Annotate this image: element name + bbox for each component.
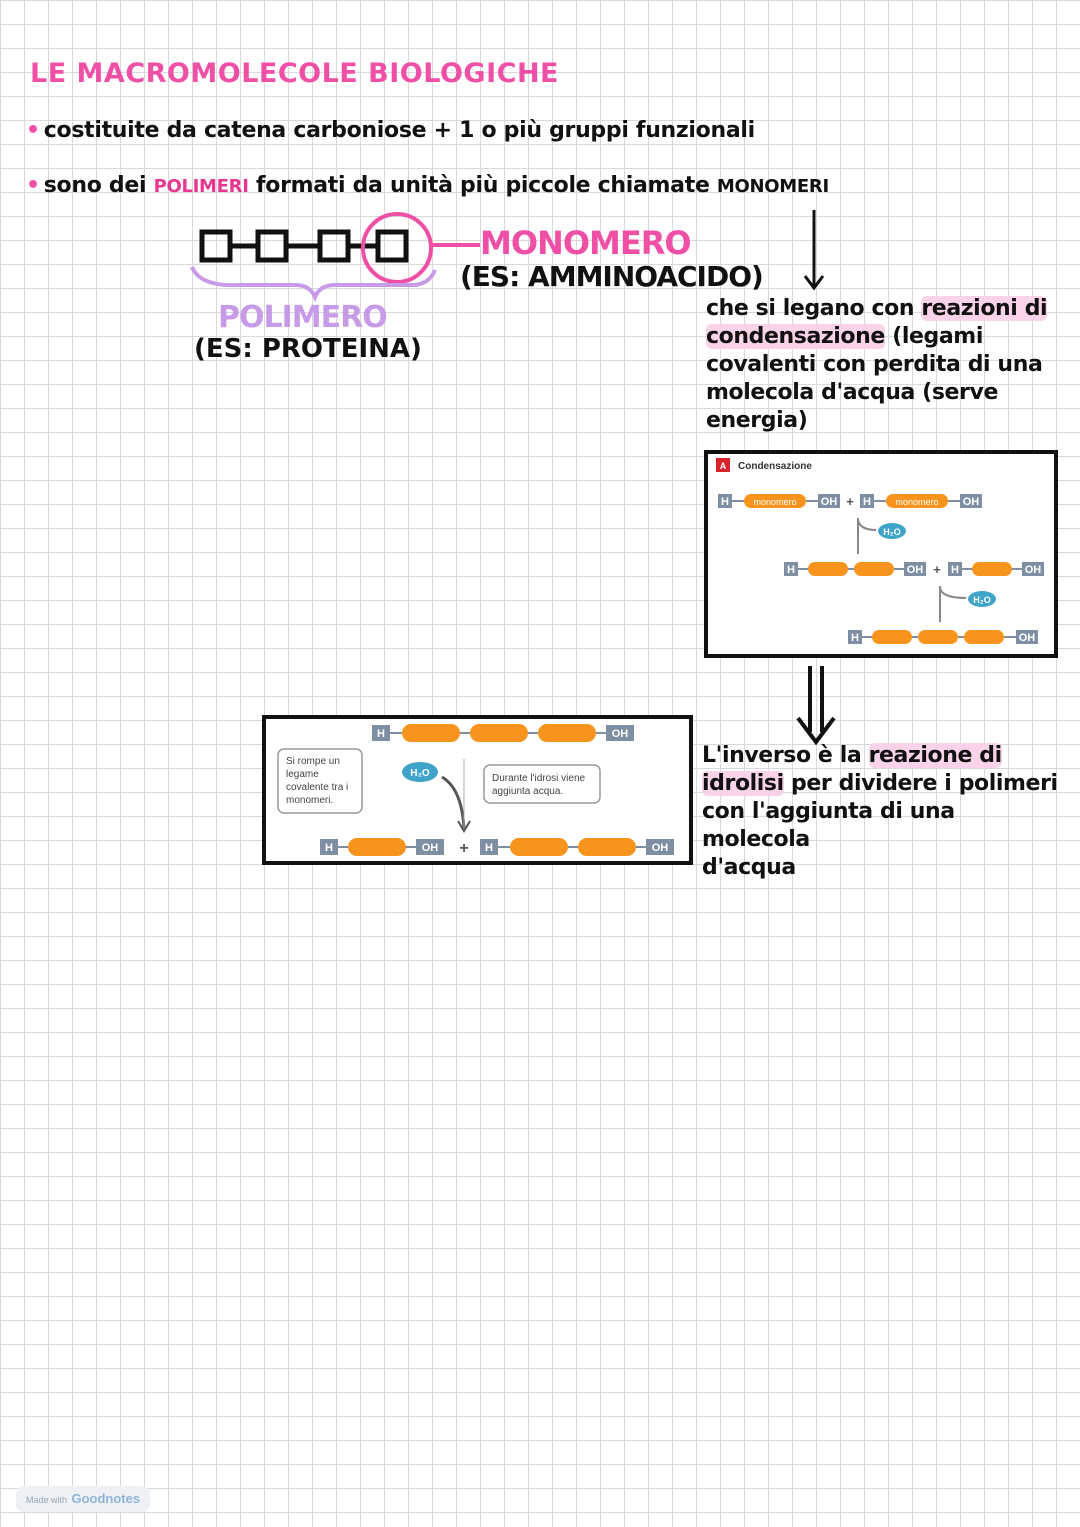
svg-text:Durante l'idrosi viene: Durante l'idrosi viene: [492, 773, 586, 784]
svg-text:OH: OH: [907, 564, 924, 576]
oh-tag: [606, 725, 634, 741]
svg-text:OH: OH: [963, 496, 980, 508]
bullet-dot: •: [26, 173, 40, 198]
svg-text:+: +: [846, 494, 854, 509]
h-tag: [860, 494, 874, 508]
figure-title: Condensazione: [738, 461, 812, 472]
page-title: LE MACROMOLECOLE BIOLOGICHE: [30, 58, 559, 89]
hydrolysis-figure: H OH Si rompe un legame covalente tra i …: [262, 715, 693, 865]
svg-text:OH: OH: [1019, 632, 1036, 644]
polymer-sketch: [190, 212, 480, 303]
svg-text:H₂O: H₂O: [973, 595, 991, 605]
chain-squares: [199, 229, 409, 263]
monomer-pill: [744, 494, 806, 508]
svg-text:H: H: [325, 842, 333, 854]
oh-tag: [904, 562, 926, 576]
water-bubble: [968, 591, 996, 607]
water-bubble: [878, 523, 906, 539]
svg-text:H: H: [485, 842, 493, 854]
svg-text:OH: OH: [652, 842, 669, 854]
monomeri-keyword: MONOMERI: [716, 176, 829, 197]
svg-text:Si rompe un: Si rompe un: [286, 756, 340, 767]
svg-text:H: H: [721, 496, 729, 508]
svg-text:+: +: [459, 840, 468, 857]
svg-text:H: H: [951, 564, 959, 576]
svg-text:OH: OH: [1025, 564, 1042, 576]
svg-text:H: H: [863, 496, 871, 508]
oh-tag: [818, 494, 840, 508]
callout-left: [277, 748, 363, 814]
bullet-dot: •: [26, 118, 40, 143]
svg-text:H: H: [787, 564, 795, 576]
goodnotes-badge: Made with Goodnotes: [16, 1486, 151, 1512]
hydrolysis-diagram: H OH Si rompe un legame covalente tra i …: [277, 724, 674, 857]
svg-text:OH: OH: [821, 496, 838, 508]
svg-text:H₂O: H₂O: [883, 527, 901, 537]
h-tag: [718, 494, 732, 508]
svg-text:OH: OH: [422, 842, 439, 854]
polimero-example: (ES: PROTEINA): [194, 334, 422, 364]
monomero-label: MONOMERO: [480, 224, 692, 262]
bullet-polymers: •sono dei POLIMERI formati da unità più …: [26, 173, 829, 198]
h-tag: [848, 630, 862, 644]
svg-text:covalente tra i: covalente tra i: [286, 782, 348, 793]
svg-text:monomero: monomero: [895, 497, 938, 507]
oh-tag: [960, 494, 982, 508]
svg-text:+: +: [933, 562, 941, 577]
polymer-brace: [190, 266, 437, 303]
oh-tag: [1016, 630, 1038, 644]
condensation-diagram: A Condensazione H monomero OH + H monome…: [716, 458, 1044, 644]
h-tag: [320, 839, 338, 855]
callout-right: [483, 764, 601, 804]
svg-text:H: H: [377, 728, 385, 740]
double-arrow-icon: [796, 666, 836, 746]
h-tag: [948, 562, 962, 576]
oh-tag: [416, 839, 444, 855]
monomer-circle: [361, 212, 433, 284]
monomero-example: (ES: AMMINOACIDO): [460, 260, 764, 293]
polimero-label: POLIMERO: [218, 300, 388, 335]
polimeri-keyword: POLIMERI: [153, 176, 249, 197]
svg-text:legame: legame: [286, 769, 319, 780]
svg-text:aggiunta acqua.: aggiunta acqua.: [492, 786, 563, 797]
condensation-note: che si legano con reazioni di condensazi…: [706, 296, 1048, 433]
oh-tag: [646, 839, 674, 855]
down-arrow-icon: [803, 210, 825, 291]
svg-text:H: H: [851, 632, 859, 644]
svg-text:A: A: [720, 461, 727, 471]
condensation-figure: A Condensazione H monomero OH + H monome…: [704, 450, 1058, 658]
h-tag: [372, 725, 390, 741]
svg-text:OH: OH: [612, 728, 629, 740]
oh-tag: [1022, 562, 1044, 576]
water-bubble: [402, 762, 438, 782]
svg-text:monomeri.: monomeri.: [286, 795, 333, 806]
figure-badge: [716, 458, 730, 472]
hydrolysis-note: L'inverso è la reazione di idrolisi per …: [702, 743, 1058, 880]
h-tag: [784, 562, 798, 576]
reaction-arrow: [441, 775, 466, 830]
svg-text:H₂O: H₂O: [410, 768, 430, 779]
h-tag: [480, 839, 498, 855]
monomer-pill: [886, 494, 948, 508]
svg-text:monomero: monomero: [753, 497, 796, 507]
bullet-carbon-chain: •costituite da catena carboniose + 1 o p…: [26, 118, 755, 143]
